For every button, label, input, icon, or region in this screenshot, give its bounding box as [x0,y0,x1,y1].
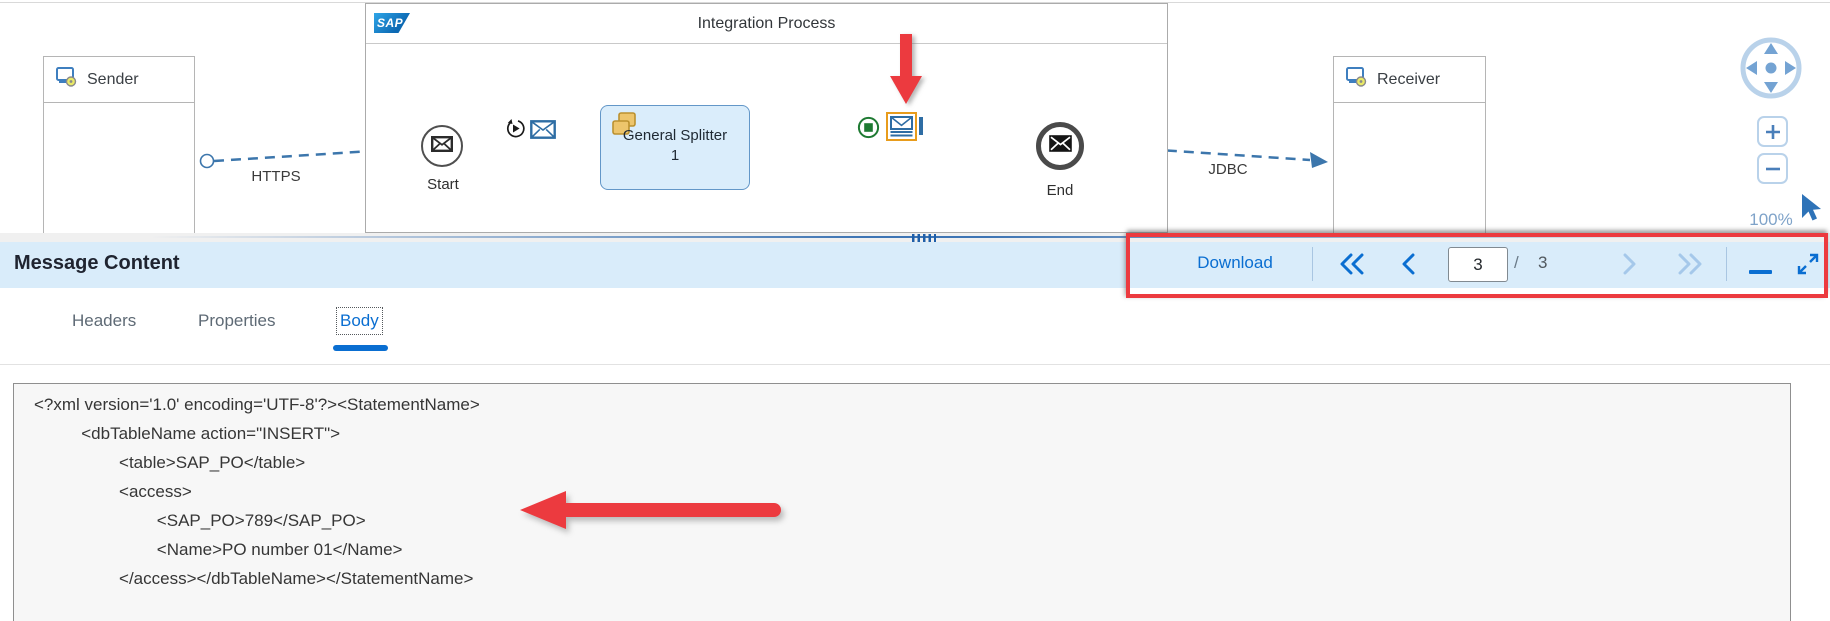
minimize-icon [1748,270,1772,274]
message-body-xml-viewer: <?xml version='1.0' encoding='UTF-8'?><S… [13,383,1791,621]
integration-process-title: Integration Process [697,15,836,32]
page-separator: / [1514,253,1519,272]
integration-flow-diagram: Sender Receiver Integration Proc [0,0,1830,235]
message-end-icon [1048,135,1072,157]
start-node-label: Start [427,176,459,193]
integration-process-pool[interactable]: Integration Process SAP [365,3,1168,233]
pan-control[interactable] [1736,33,1806,108]
sender-header: Sender [44,57,194,103]
page-total: 3 [1538,253,1548,272]
xml-line: <access> [34,482,192,501]
integration-process-header: Integration Process SAP [366,4,1167,44]
message-content-tabstrip: Headers Properties Body [0,288,1830,365]
first-page-button[interactable] [1334,248,1370,280]
message-content-title: Message Content [14,252,180,274]
page-number-input[interactable] [1448,247,1508,282]
tab-headers[interactable]: Headers [72,311,137,330]
receiver-system-icon [1346,67,1367,92]
sender-system-icon [56,67,77,92]
message-start-icon [431,135,454,157]
sender-participant[interactable]: Sender [43,56,195,235]
selected-message-icon[interactable] [886,112,917,141]
last-page-button[interactable] [1672,248,1708,280]
receiver-header: Receiver [1334,57,1485,103]
receiver-label: Receiver [1377,70,1441,88]
xml-line: </access></dbTableName></StatementName> [34,569,474,588]
general-splitter-node[interactable]: General Splitter 1 [600,105,750,190]
tab-properties[interactable]: Properties [198,311,276,330]
zoom-out-button[interactable] [1757,153,1788,184]
toolbar-separator [1312,247,1313,281]
expand-icon [1797,253,1819,275]
download-button[interactable]: Download [1197,253,1273,272]
next-page-button[interactable] [1612,248,1648,280]
jdbc-connection-label: JDBC [1208,161,1248,178]
xml-line: <table>SAP_PO</table> [34,453,306,472]
start-event-node[interactable] [421,125,463,167]
minimize-button[interactable] [1742,248,1778,280]
xml-line: <dbTableName action="INSERT"> [34,424,341,443]
body-tab-panel: <?xml version='1.0' encoding='UTF-8'?><S… [0,365,1830,621]
panel-resize-handle[interactable] [0,233,1830,242]
xml-line: <Name>PO number 01</Name> [34,540,403,559]
sender-label: Sender [87,70,139,88]
stop-status-icon [857,116,880,139]
message-content-toolbar: Message Content Download / 3 [0,242,1830,288]
retry-icon [506,119,525,138]
receiver-participant[interactable]: Receiver [1333,56,1486,235]
resize-handle-grip [912,233,936,242]
end-node-label: End [1046,182,1074,199]
sap-logo: SAP [374,13,410,33]
zoom-in-button[interactable] [1757,116,1788,147]
zoom-level-indicator: 100% [1749,210,1793,229]
xml-line: <SAP_PO>789</SAP_PO> [34,511,366,530]
splitter-node-label: General Splitter 1 [622,127,728,164]
active-tab-indicator [333,345,388,351]
toolbar-separator [1726,247,1727,281]
xml-line: <?xml version='1.0' encoding='UTF-8'?><S… [34,395,480,414]
end-event-node[interactable] [1036,122,1084,170]
https-connection-label: HTTPS [251,168,301,185]
splitter-icon [611,111,637,142]
expand-button[interactable] [1792,248,1824,280]
mouse-cursor-icon [1799,193,1827,228]
message-icon [530,120,556,139]
text-cursor-bar [919,117,923,135]
tab-body[interactable]: Body [336,307,383,335]
previous-page-button[interactable] [1390,248,1426,280]
divider [0,2,1830,3]
